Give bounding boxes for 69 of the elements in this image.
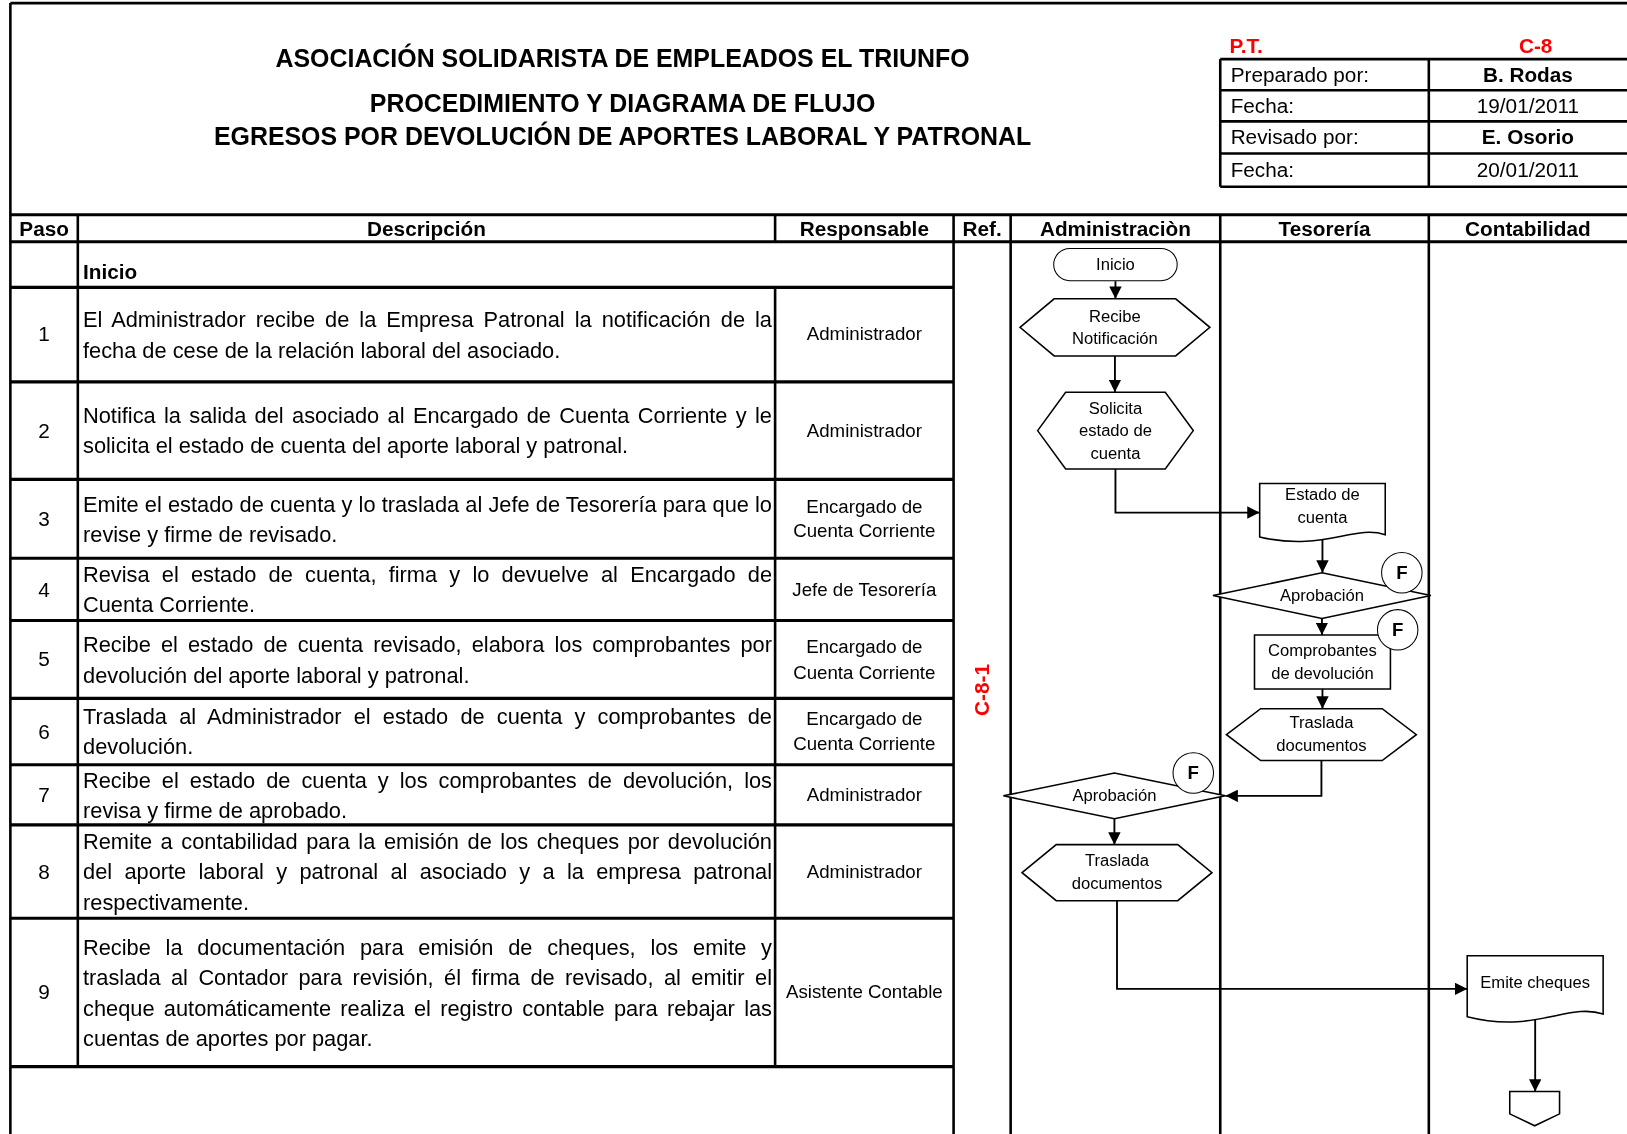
document-shape: Estado de cuenta [1259, 483, 1386, 542]
reference-code: C-8-1 [969, 663, 995, 718]
arrow [1108, 354, 1122, 394]
field-value: E. Osorio [1480, 124, 1576, 151]
step-number: 1 [37, 321, 51, 348]
step-description: Remite a contabilidad para la emisión de los cheques por devolución del aporte laboral y patronal al asociado y a la empresa patronal respectivamente. [83, 827, 772, 917]
responsible-name: Administrador [805, 323, 923, 347]
column-header: Ref. [961, 215, 1003, 242]
field-value: B. Rodas [1481, 61, 1574, 88]
process-hexagon: Traslada documentos [1022, 844, 1212, 901]
step-number: 9 [37, 979, 51, 1006]
column-header: Tesorería [1277, 215, 1372, 242]
step-description: Recibe la documentación para emisión de cheques, los emite y traslada al Contador para revisión, él firma de revisado, al emitir el cheque automáticamente realiza el registro contable para rebajar las cuentas de aportes por pagar. [83, 933, 772, 1053]
column-header: Administraciòn [1038, 215, 1192, 242]
step-number: 5 [37, 646, 51, 673]
field-label: Preparado por: [1229, 61, 1371, 88]
process-hexagon: Traslada documentos [1226, 708, 1417, 761]
process-box: Comprobantes de devolución [1254, 635, 1391, 689]
step-description: Traslada al Administrador el estado de cuenta y comprobantes de devolución. [83, 703, 772, 761]
arrow [1315, 617, 1329, 636]
reference-code: C-8 [1517, 33, 1554, 59]
step-heading: Inicio [82, 258, 139, 285]
step-description: Recibe el estado de cuenta revisado, elabora los comprobantes por devolución del aporte laboral y patronal. [83, 631, 772, 690]
document-shape: Emite cheques [1467, 955, 1604, 1023]
field-value: 19/01/2011 [1475, 92, 1581, 119]
step-number: 8 [37, 858, 51, 885]
field-label: Fecha: [1229, 92, 1296, 119]
subtitle-text: EGRESOS POR DEVOLUCIÓN DE APORTES LABORAL Y PATRONAL [212, 120, 1033, 153]
step-number: 2 [37, 417, 51, 444]
circled-letter: F [1376, 609, 1419, 651]
field-value: 20/01/2011 [1475, 157, 1581, 184]
arrow [1224, 759, 1323, 803]
arrow [1116, 899, 1469, 996]
step-number: 7 [37, 781, 51, 808]
field-label: Revisado por: [1229, 124, 1360, 151]
subtitle-text: PROCEDIMIENTO Y DIAGRAMA DE FLUJO [368, 88, 877, 120]
field-label: Fecha: [1229, 157, 1296, 184]
process-hexagon: Solicita estado de cuenta [1037, 392, 1194, 469]
step-description: Emite el estado de cuenta y lo traslada al Jefe de Tesorería para que lo revise y firme de revisado. [83, 490, 772, 549]
arrow [1108, 817, 1121, 846]
step-number: 4 [37, 576, 51, 603]
reference-code: P.T. [1228, 33, 1264, 59]
step-description: Recibe el estado de cuenta y los comprobantes de devolución, los revisa y firme de aprobado. [83, 766, 772, 825]
step-number: 6 [37, 718, 51, 745]
step-description: El Administrador recibe de la Empresa Patronal la notificación de la fecha de cese de la relación laboral del asociado. [83, 306, 772, 364]
arrow [1109, 280, 1122, 300]
start-terminator: Inicio [1053, 248, 1178, 282]
responsible-name: Administrador [805, 860, 923, 884]
circled-letter: F [1381, 552, 1423, 594]
title-text: ASOCIACIÓN SOLIDARISTA DE EMPLEADOS EL TRIUNFO [274, 43, 971, 75]
step-description: Notifica la salida del asociado al Encargado de Cuenta Corriente y le solicita el estado de cuenta del aporte laboral y patronal. [83, 402, 772, 460]
column-header: Descripción [366, 215, 487, 242]
responsible-name: Administrador [805, 419, 923, 443]
column-header: Paso [18, 215, 70, 242]
responsible-name: Administrador [805, 783, 923, 808]
responsible-name: Encargado de Cuenta Corriente [792, 635, 937, 685]
process-hexagon: Recibe Notificación [1020, 298, 1210, 356]
arrow [1114, 468, 1261, 519]
arrow [1316, 688, 1329, 710]
step-description: Revisa el estado de cuenta, firma y lo devuelve al Encargado de Cuenta Corriente. [83, 561, 772, 619]
responsible-name: Jefe de Tesorería [791, 577, 938, 602]
circled-letter: F [1172, 752, 1214, 794]
responsible-name: Encargado de Cuenta Corriente [792, 707, 937, 757]
offpage-connector [1509, 1091, 1560, 1126]
column-header: Responsable [798, 215, 930, 242]
responsible-name: Encargado de Cuenta Corriente [792, 494, 937, 544]
responsible-name: Asistente Contable [784, 980, 944, 1005]
column-header: Contabilidad [1464, 215, 1592, 242]
step-number: 3 [37, 505, 51, 532]
